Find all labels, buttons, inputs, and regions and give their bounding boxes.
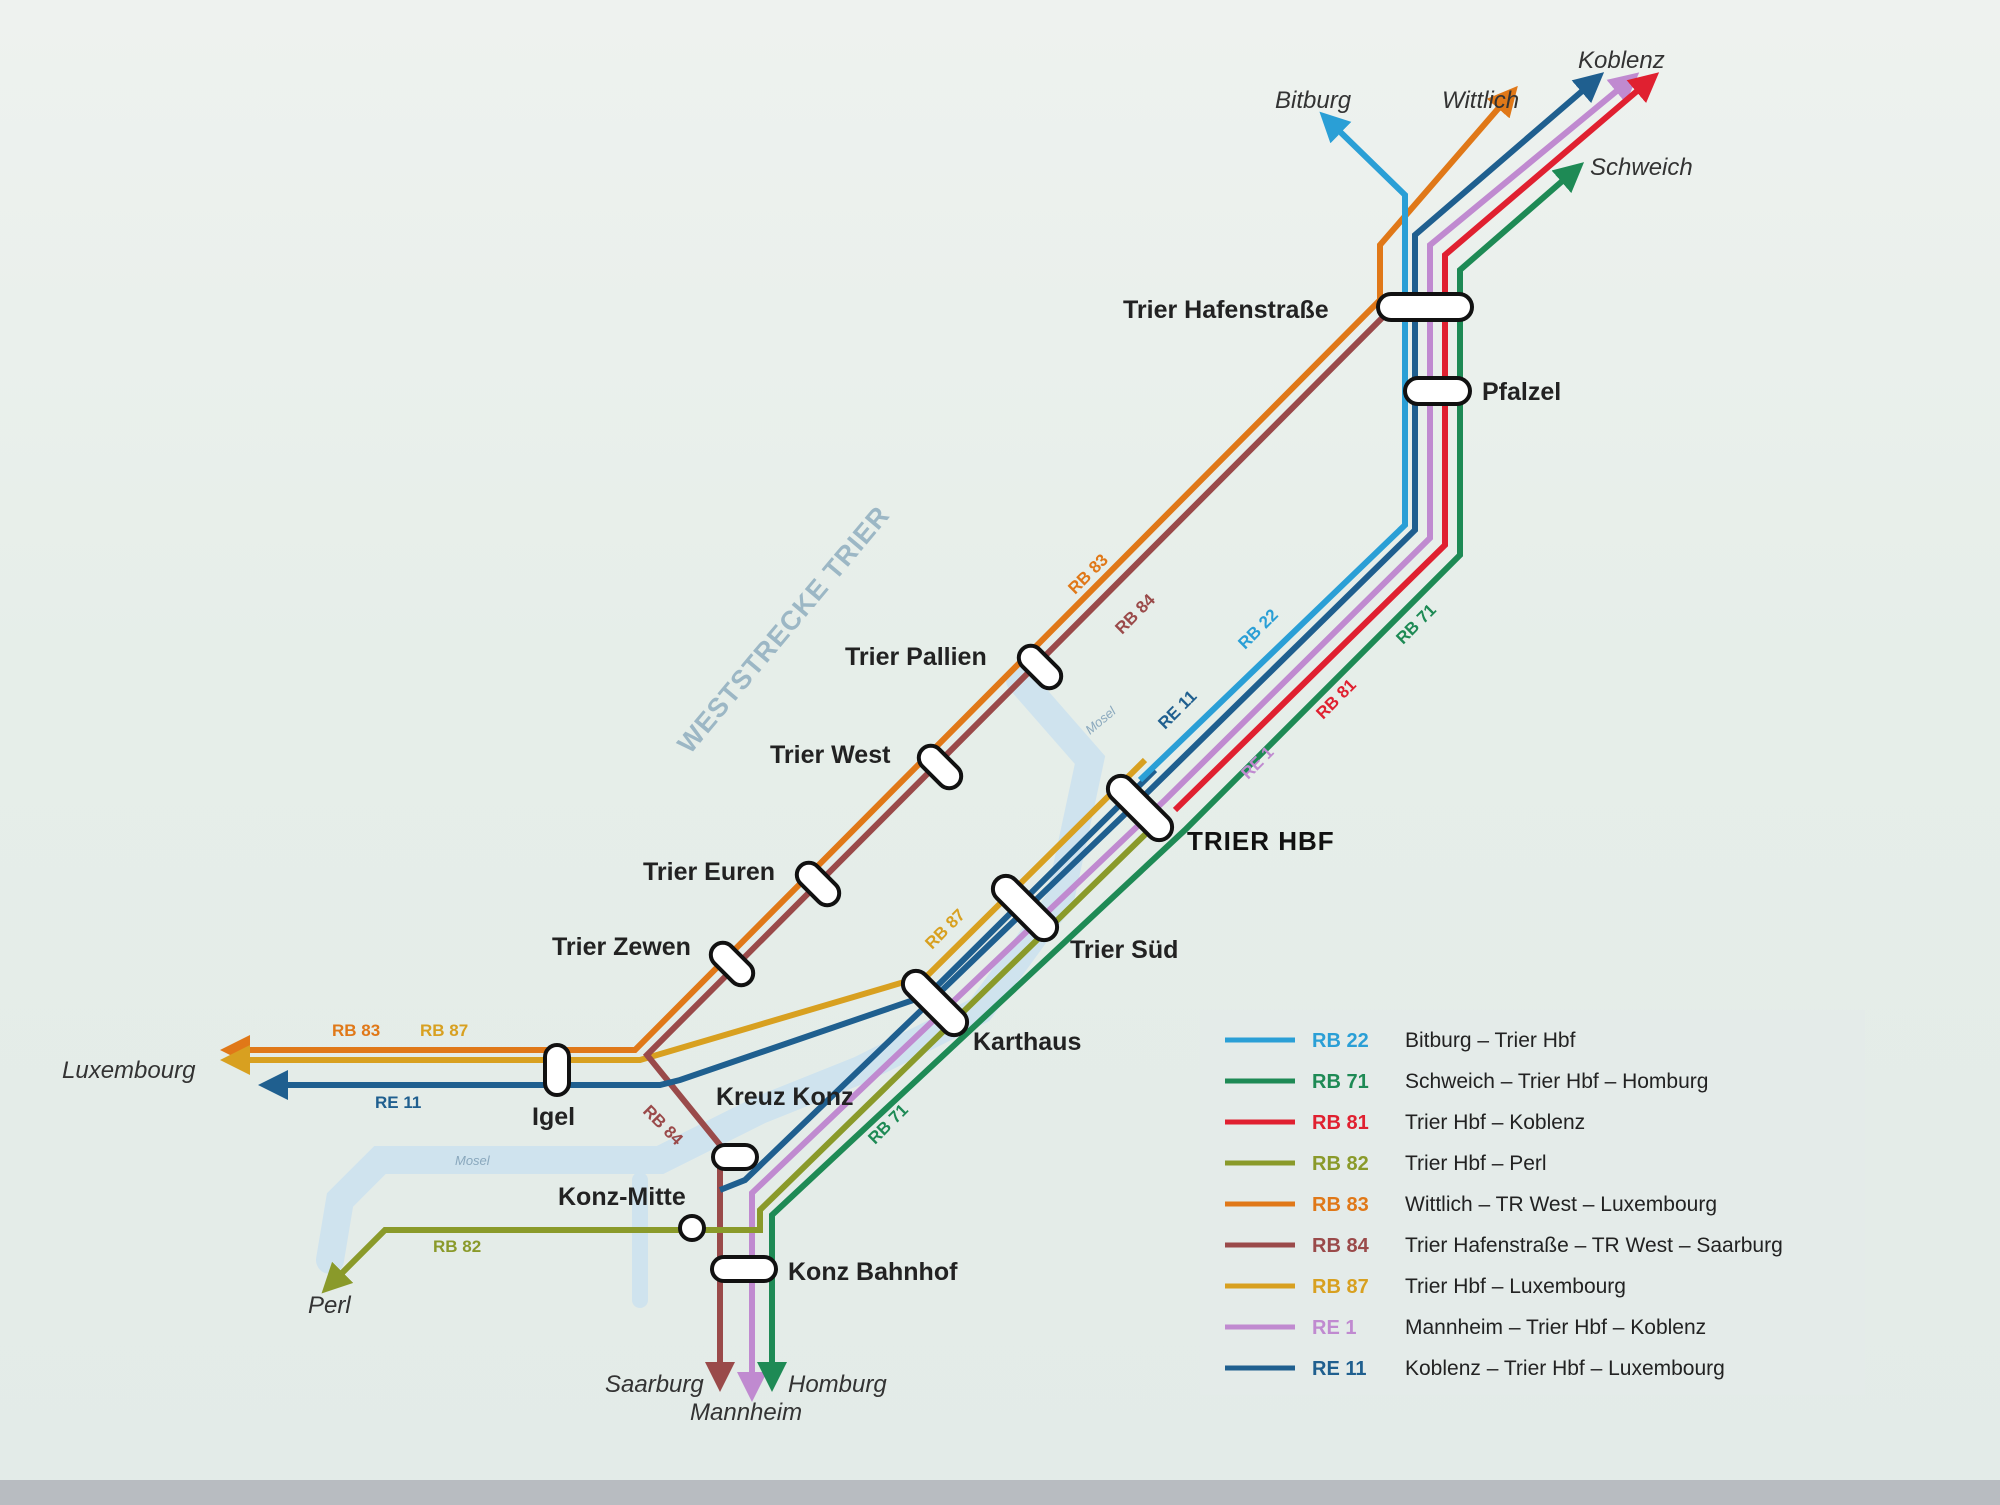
- legend-row: RB 81 Trier Hbf – Koblenz: [1225, 1111, 1585, 1134]
- mosel-river: Mosel Mosel: [316, 666, 1119, 1308]
- legend-row: RB 83 Wittlich – TR West – Luxembourg: [1225, 1193, 1717, 1216]
- legend-code: RE 11: [1312, 1358, 1366, 1380]
- legend: RB 22 Bitburg – Trier Hbf RB 71 Schweich – …: [1200, 1010, 1865, 1395]
- station-pallien: Trier Pallien: [845, 643, 987, 671]
- tag-rb84: RB 84: [1111, 590, 1159, 638]
- mosel-label: Mosel: [1082, 703, 1119, 737]
- legend-row: RB 84 Trier Hafenstraße – TR West – Saarb…: [1225, 1234, 1783, 1257]
- mainline-lines: [321, 72, 1660, 1402]
- station-marker-karthaus: [900, 968, 970, 1038]
- station-marker-hbf: [1105, 773, 1175, 843]
- legend-row: RE 1 Mannheim – Trier Hbf – Koblenz: [1225, 1316, 1706, 1339]
- legend-code: RE 1: [1312, 1317, 1356, 1339]
- dest-wittlich: Wittlich: [1442, 87, 1519, 114]
- station-west: Trier West: [770, 741, 891, 769]
- legend-code: RB 87: [1312, 1276, 1369, 1298]
- tag-rb71: RB 71: [1392, 600, 1440, 648]
- legend-row: RB 82 Trier Hbf – Perl: [1225, 1152, 1547, 1175]
- station-sued: Trier Süd: [1070, 936, 1178, 964]
- station-marker-sued: [990, 873, 1060, 943]
- legend-desc: Mannheim – Trier Hbf – Koblenz: [1405, 1316, 1706, 1339]
- legend-row: RB 87 Trier Hbf – Luxembourg: [1225, 1275, 1626, 1298]
- station-marker-hafenstrasse: [1376, 292, 1474, 322]
- legend-code: RB 84: [1312, 1235, 1370, 1257]
- line-rb22: [1137, 111, 1408, 783]
- station-marker-pallien: [1016, 643, 1064, 691]
- station-markers: [543, 292, 1474, 1283]
- legend-box: [1200, 1010, 1865, 1395]
- legend-row: RB 22 Bitburg – Trier Hbf: [1225, 1029, 1576, 1052]
- legend-code: RB 22: [1312, 1030, 1369, 1052]
- station-marker-igel: [543, 1043, 571, 1097]
- legend-desc: Bitburg – Trier Hbf: [1405, 1029, 1576, 1052]
- map-title: WESTSTRECKE TRIER: [672, 500, 896, 759]
- destination-labels: Bitburg Wittlich Koblenz Schweich Luxemb…: [62, 47, 1693, 1426]
- line-rb71: [757, 162, 1585, 1392]
- station-konz-bahnhof: Konz Bahnhof: [788, 1258, 958, 1286]
- station-karthaus: Karthaus: [973, 1028, 1081, 1056]
- legend-code: RB 82: [1312, 1153, 1369, 1175]
- dest-bitburg: Bitburg: [1275, 87, 1352, 114]
- tag-re11-west: RE 11: [375, 1093, 421, 1112]
- dest-koblenz: Koblenz: [1578, 47, 1665, 74]
- legend-code: RB 71: [1312, 1071, 1369, 1093]
- station-marker-konz-mitte: [678, 1214, 706, 1242]
- station-hbf: TRIER HBF: [1187, 826, 1335, 856]
- tag-rb82: RB 82: [433, 1237, 481, 1256]
- legend-code: RB 83: [1312, 1194, 1369, 1216]
- station-konz-mitte: Konz-Mitte: [558, 1183, 686, 1211]
- monitor-bezel: [0, 1480, 2000, 1505]
- dest-homburg: Homburg: [788, 1371, 887, 1398]
- legend-row: RB 71 Schweich – Trier Hbf – Homburg: [1225, 1070, 1708, 1093]
- legend-desc: Trier Hbf – Koblenz: [1405, 1111, 1585, 1134]
- station-marker-kreuz-konz: [711, 1143, 759, 1171]
- dest-mannheim: Mannheim: [690, 1399, 802, 1426]
- legend-desc: Koblenz – Trier Hbf – Luxembourg: [1405, 1357, 1725, 1380]
- legend-desc: Trier Hafenstraße – TR West – Saarburg: [1405, 1234, 1783, 1257]
- station-euren: Trier Euren: [643, 858, 775, 886]
- station-pfalzel: Pfalzel: [1482, 378, 1561, 406]
- station-labels: Trier Hafenstraße Pfalzel Trier Pallien …: [532, 296, 1561, 1286]
- legend-desc: Wittlich – TR West – Luxembourg: [1405, 1193, 1717, 1216]
- station-igel: Igel: [532, 1103, 575, 1131]
- station-zewen: Trier Zewen: [552, 933, 691, 961]
- legend-code: RB 81: [1312, 1112, 1369, 1134]
- tag-rb83-west: RB 83: [332, 1021, 380, 1040]
- station-kreuz-konz: Kreuz Konz: [716, 1083, 854, 1111]
- legend-desc: Trier Hbf – Luxembourg: [1405, 1275, 1626, 1298]
- dest-luxembourg: Luxembourg: [62, 1057, 196, 1084]
- legend-row: RE 11 Koblenz – Trier Hbf – Luxembourg: [1225, 1357, 1725, 1380]
- legend-desc: Trier Hbf – Perl: [1405, 1152, 1547, 1175]
- station-marker-west: [916, 743, 964, 791]
- legend-desc: Schweich – Trier Hbf – Homburg: [1405, 1070, 1708, 1093]
- dest-perl: Perl: [308, 1292, 351, 1319]
- dest-saarburg: Saarburg: [605, 1371, 704, 1398]
- mosel-label: Mosel: [455, 1153, 491, 1168]
- station-marker-zewen: [708, 940, 756, 988]
- station-kreuz-konz-text: Kreuz Konz: [716, 1083, 854, 1111]
- tag-rb22: RB 22: [1234, 605, 1282, 653]
- tag-rb87-west: RB 87: [420, 1021, 468, 1040]
- tag-rb84-south: RB 84: [639, 1101, 687, 1149]
- station-marker-euren: [794, 860, 842, 908]
- dest-schweich: Schweich: [1590, 154, 1693, 181]
- station-marker-pfalzel: [1403, 376, 1472, 406]
- line-rb83: [220, 85, 1518, 1065]
- station-hafenstrasse: Trier Hafenstraße: [1123, 296, 1329, 324]
- station-marker-konz-bahnhof: [710, 1255, 778, 1283]
- tag-re1: RE 1: [1237, 743, 1277, 783]
